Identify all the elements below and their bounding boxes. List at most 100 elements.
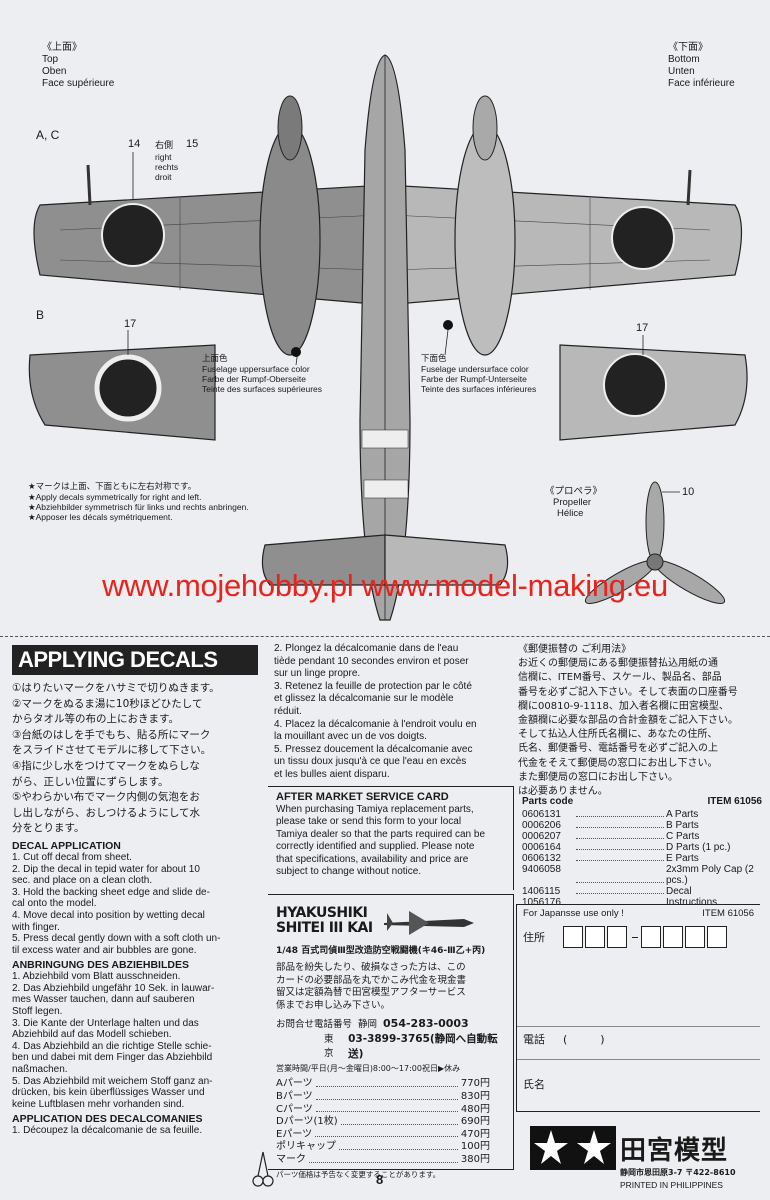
part-desc: Instructions [666,897,718,908]
contact-label: お問合せ電話番号 [276,1019,353,1031]
address-field[interactable] [517,952,760,1026]
price-value: 830円 [460,1090,490,1102]
de-step-line: keine Luftblasen mehr vorhanden sind. [12,1098,185,1110]
postal-digit-box[interactable] [563,926,583,948]
de-step-line: 4. Das Abziehbild an die richtige Stelle… [12,1040,212,1052]
price-item: Bパーツ [276,1090,313,1102]
en-step-line: with finger. [12,921,60,933]
postal-digit-box[interactable] [585,926,605,948]
propeller-label-fr: Hélice [557,508,584,519]
under-color-de: Farbe der Rumpf-Unterseite [421,374,527,384]
part-code: 0006206 [522,820,561,831]
fr-step-line: sur un linge propre. [274,668,361,680]
symmetry-note-jp: ★マークは上面、下面ともに左右対称です。 [28,482,197,492]
postal-line: 信欄に、ITEM番号、スケール、製品名、部品 [518,672,722,684]
price-item: ポリキャップ [276,1141,336,1153]
order-jp-line: 留又は定額為替で田宮模型アフターサービス [276,987,466,999]
japan-form-item: ITEM 61056 [702,908,754,919]
postal-line: また郵便局の窓口にお出し下さい。 [518,771,678,783]
tamiya-brand-name: 田宮模型 [620,1135,729,1166]
fr-step-line: 2. Plongez la décalcomanie dans de l'eau [274,643,459,654]
fr-step-line: un tissu doux jusqu'à ce que l'eau en ex… [274,756,467,768]
fr-step-line: 1. Découpez la décalcomanie de sa feuill… [12,1125,203,1137]
parts-code-header: Parts code [522,796,574,807]
propeller-decal-10: 10 [682,486,695,498]
part-desc: C Parts [666,831,700,842]
price-item: マーク [276,1153,306,1165]
product-logo-line2: SHITEI III KAI [276,920,373,936]
de-step-line: 5. Das Abziehbild mit weichem Stoff ganz… [12,1075,213,1087]
shizuoka-phone[interactable]: 054-283-0003 [383,1017,469,1031]
parts-row: 0006207 C Parts [522,831,762,842]
part-code: 1406115 [522,886,561,897]
price-item: Cパーツ [276,1103,313,1115]
right-label-fr: droit [155,172,172,182]
service-line: When purchasing Tamiya replacement parts… [276,804,474,815]
en-step-line: 5. Press decal gently down with a soft c… [12,933,221,945]
postal-digit-box[interactable] [707,926,727,948]
en-step-line: 4. Move decal into position by wetting d… [12,909,205,921]
upper-color-de: Farbe der Rumpf-Oberseite [202,374,306,384]
fr-step-line: et les bulles aient disparu. [274,768,390,780]
tamiya-brand: 田宮模型 [530,1126,728,1170]
propeller-label-jp: 《プロペラ》 [545,486,603,497]
postal-line: そして払込人住所氏名欄に、あなたの住所、 [518,729,718,741]
aircraft-side-icon [383,911,474,935]
fr-step-line: réduit. [274,705,302,717]
postal-digit-box[interactable] [663,926,683,948]
right-label-jp: 右側 [155,141,174,151]
postal-line: 欄に00810-9-1118、加入者名欄に田宮模型、 [518,700,729,712]
part-code: 0606131 [522,809,561,820]
price-value: 690円 [460,1116,490,1128]
decal-number-17-left: 17 [124,318,137,330]
jp-step-line: がら、正しい位置にずらします。 [12,775,169,788]
cut-line [0,636,770,637]
tokyo-phone[interactable]: 03-3899-3765(静岡へ自動転送) [348,1033,498,1061]
part-code: 1056176 [522,897,561,908]
postal-line: は必要ありません。 [518,786,608,798]
business-hours: 営業時間/平日(月～金曜日)8:00～17:00祝日▶休み [276,1064,461,1074]
part-desc: D Parts (1 pc.) [666,842,731,853]
tamiya-address: 静岡市恩田原3-7 〒422-8610 [620,1168,736,1177]
phone-label: 電話 [523,1033,545,1046]
jp-step-line: ④指に少し水をつけてマークをぬらしな [12,759,200,772]
de-step-line: Stoff legen. [12,1006,63,1018]
phone-field[interactable]: 電話 ( ) [517,1026,760,1047]
de-step-line: Abziehbild auf das Modell schieben. [12,1029,172,1041]
postal-digit-box[interactable] [685,926,705,948]
bottom-label-en: Bottom [668,54,700,65]
bottom-label-de: Unten [668,66,695,77]
price-item: Eパーツ [276,1128,313,1140]
order-jp-line: 部品を紛失したり、破損なさった方は、この [276,962,466,973]
variant-b-label: B [36,308,45,322]
name-field[interactable]: 氏名 [517,1059,760,1092]
jp-step-line: をスライドさせてモデルに移して下さい。 [12,744,212,757]
aircraft-plan-view [28,54,748,621]
jp-step-line: ③台紙のはしを手でもち、貼る所にマーク [12,728,211,741]
en-step-line: 2. Dip the decal in tepid water for abou… [12,863,200,875]
upper-color-fr: Teinte des surfaces supérieures [202,384,323,394]
decal-number-15: 15 [186,138,199,150]
postal-digit-box[interactable] [607,926,627,948]
de-step-line: 1. Abziehbild vom Blatt ausschneiden. [12,971,181,983]
propeller-label-en: Propeller [553,497,592,508]
top-label-fr: Face supérieure [42,78,115,89]
service-card-title: AFTER MARKET SERVICE CARD [276,791,449,803]
en-step-line: til excess water and air bubbles are gon… [12,944,197,956]
order-jp-line: 係までお申し込み下さい。 [276,999,391,1011]
fr-step-line: 5. Pressez doucement la décalcomanie ave… [274,743,473,755]
bottom-label-fr: Face inférieure [668,78,735,89]
en-step-line: cal onto the model. [12,898,97,910]
fr-section-title: APPLICATION DES DECALCOMANIES [12,1113,203,1126]
de-step-line: naßmachen. [12,1064,68,1076]
tokyo-label: 東京 [324,1034,334,1060]
part-code: 0006207 [522,831,561,842]
part-desc: B Parts [666,820,699,831]
postal-digit-box[interactable] [641,926,661,948]
japan-form-header: For Japansse use only ! [523,908,624,919]
